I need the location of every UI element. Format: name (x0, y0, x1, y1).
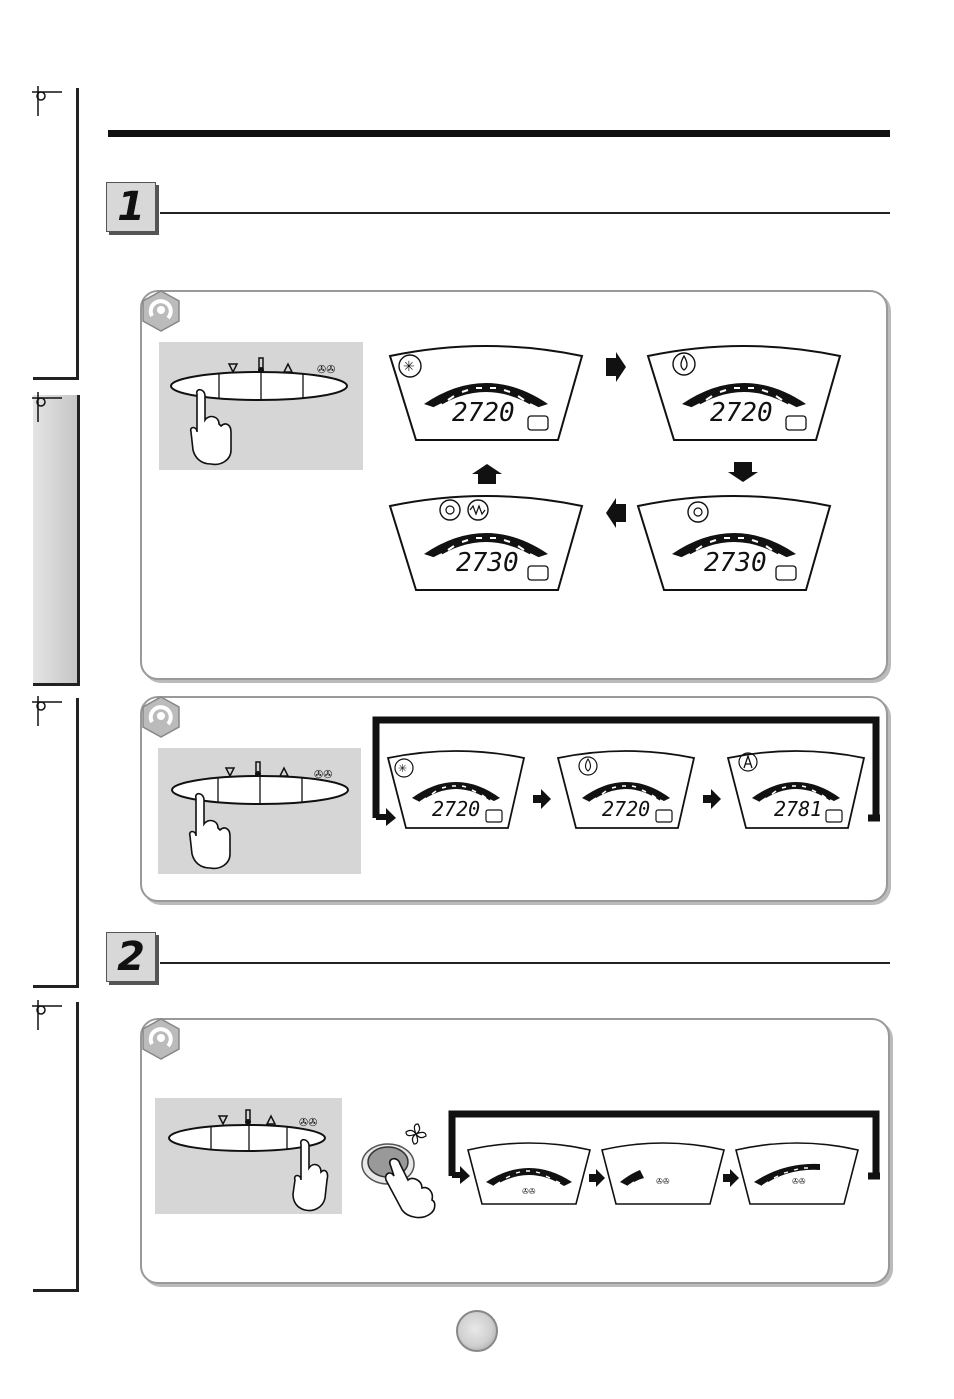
lcd-digits: 2730 (456, 548, 519, 578)
crop-mark-icon (32, 392, 62, 422)
lcd-fan-high: ✇✇ (467, 1142, 591, 1205)
lcd-display-heat: 2730 (636, 495, 832, 591)
arrow-right-icon (723, 1169, 739, 1187)
lcd-digits: 2781 (774, 797, 822, 821)
crop-mark-icon (32, 1000, 62, 1030)
svg-text:✇✇: ✇✇ (317, 363, 335, 376)
arrow-right-icon (606, 352, 626, 382)
tip-badge-icon (142, 1018, 180, 1060)
fan-icon (405, 1123, 427, 1145)
lcd-display-cool: ✳ 2720 (388, 345, 584, 441)
tip-badge-icon (142, 290, 180, 332)
step-rule (160, 212, 890, 214)
page-number-badge (456, 1310, 498, 1352)
lcd-fan-medium: ✇✇ (735, 1142, 859, 1205)
sidebar-line (76, 698, 79, 988)
fan-speed-button[interactable] (356, 1118, 452, 1222)
arrow-down-icon (728, 462, 758, 482)
crop-mark-icon (32, 86, 62, 116)
header-rule (108, 130, 890, 137)
sidebar-line (76, 1002, 79, 1292)
svg-text:✇✇: ✇✇ (656, 1177, 670, 1186)
svg-text:✇✇: ✇✇ (314, 768, 332, 781)
arrow-right-icon (533, 789, 551, 809)
cycle-bracket (372, 716, 880, 826)
tip-badge-icon (142, 696, 180, 738)
arrow-right-icon (589, 1169, 605, 1187)
arrow-left-icon (606, 498, 626, 528)
svg-text:✳: ✳ (398, 762, 407, 775)
svg-text:✇✇: ✇✇ (299, 1116, 317, 1129)
lcd-digits: 2720 (432, 797, 480, 821)
lcd-display-dry: 2720 (646, 345, 842, 441)
lcd-digits: 2720 (710, 398, 773, 428)
lcd-display-cool: ✳ 2720 (386, 750, 526, 829)
sidebar-line (76, 88, 79, 380)
sidebar-divider (33, 377, 79, 380)
arrow-up-icon (472, 464, 502, 484)
control-panel-illustration: ✇✇ (168, 1109, 329, 1212)
sidebar-divider (33, 985, 79, 988)
svg-text:✇✇: ✇✇ (522, 1187, 536, 1196)
lcd-display-auto: 2781 (726, 750, 866, 829)
lcd-fan-low: ✇✇ (601, 1142, 725, 1205)
lcd-digits: 2720 (452, 398, 515, 428)
cycle-bracket (448, 1110, 880, 1184)
control-panel-illustration: ✇✇ (170, 357, 348, 466)
sidebar-divider (33, 1289, 79, 1292)
control-panel-illustration: ✇✇ (171, 761, 349, 870)
arrow-right-icon (703, 789, 721, 809)
lcd-digits: 2720 (602, 797, 650, 821)
lcd-digits: 2730 (704, 548, 767, 578)
step-number-1: 1 (106, 182, 156, 232)
svg-text:✳: ✳ (403, 359, 415, 375)
step-number-2: 2 (106, 932, 156, 982)
crop-mark-icon (32, 696, 62, 726)
lcd-display-dry: 2720 (556, 750, 696, 829)
svg-text:✇✇: ✇✇ (792, 1177, 806, 1186)
lcd-display-heat-plus: 2730 (388, 495, 584, 591)
step-rule (160, 962, 890, 964)
sidebar-tab-active[interactable] (33, 395, 80, 686)
